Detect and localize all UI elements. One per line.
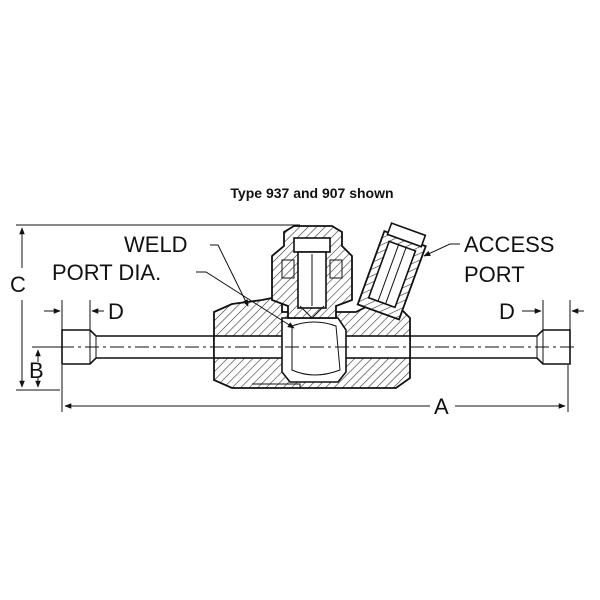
- access-port-callout: ACCESS PORT: [423, 232, 554, 287]
- dimension-d-left: D: [44, 299, 124, 330]
- access-label: ACCESS: [464, 232, 554, 257]
- dimension-c: C: [10, 224, 300, 391]
- dim-d-right-label: D: [499, 299, 515, 324]
- port-label: PORT: [464, 262, 525, 287]
- access-port: [356, 222, 427, 321]
- dimension-a: A: [61, 365, 569, 419]
- valve-body: [213, 294, 411, 389]
- dim-c-label: C: [10, 272, 26, 297]
- dim-a-label: A: [434, 394, 449, 419]
- dimension-d-right: D: [499, 299, 584, 330]
- dim-d-left-label: D: [108, 299, 124, 324]
- valve-stem-bonnet: [271, 225, 353, 319]
- diagram-caption: Type 937 and 907 shown: [230, 185, 393, 201]
- dimension-b: B: [29, 346, 60, 388]
- port-dia-callout: PORT DIA.: [52, 260, 295, 329]
- weld-callout: WELD: [124, 232, 249, 307]
- dim-b-label: B: [29, 358, 44, 383]
- weld-label: WELD: [124, 232, 188, 257]
- port-dia-label: PORT DIA.: [52, 260, 161, 285]
